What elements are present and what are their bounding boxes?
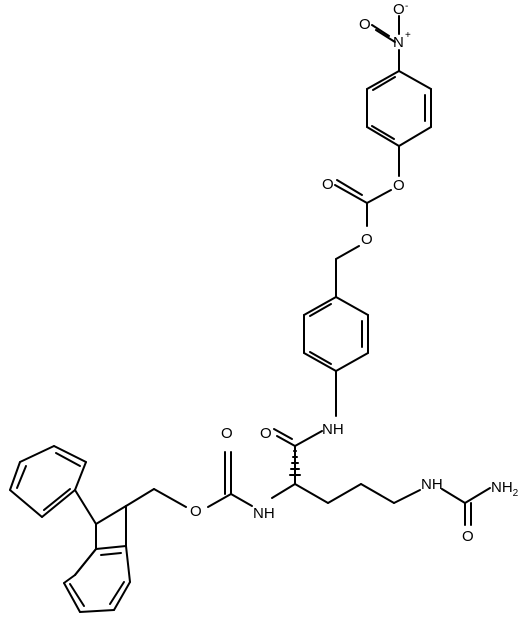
urea-nh2-label: NH2: [491, 479, 519, 499]
nitro-group: N + O - O: [359, 1, 411, 72]
carbamate-ester-oxygen-label: O: [190, 503, 202, 520]
amide-carbonyl-oxygen-label: O: [260, 425, 272, 442]
nitro-oxygen-side-label: O: [359, 16, 371, 33]
urea-nh-label: NH: [421, 476, 443, 493]
carbonate-linker: O O O: [322, 145, 405, 260]
nitro-nitrogen-label: N: [393, 34, 404, 51]
urea-nh2-subscript: 2: [513, 488, 519, 499]
nitro-nitrogen-charge: +: [405, 30, 411, 41]
nitrophenyl-ring: [366, 70, 432, 147]
carbonate-carbonyl-oxygen-label: O: [322, 176, 334, 193]
stereo-hash-wedge: [289, 450, 301, 476]
carbonate-benzyl-oxygen-label: O: [361, 231, 373, 248]
amide-nh-label: NH: [322, 421, 344, 438]
carbamate-carbonyl-oxygen-label: O: [221, 425, 233, 442]
fluorene-ring-system: [9, 445, 131, 613]
citrulline-side-chain: NH O NH2: [294, 476, 519, 545]
nitro-oxygen-top-label: O: [393, 1, 405, 18]
nitro-oxygen-top-charge: -: [405, 1, 408, 12]
urea-carbonyl-oxygen-label: O: [462, 528, 474, 545]
aminobenzyl-ring: [303, 296, 369, 372]
urea-nh2-text: NH: [491, 479, 513, 496]
aryl-ester-oxygen-label: O: [393, 177, 405, 194]
amide-linkage: NH O: [260, 370, 344, 485]
alpha-nh-label: NH: [253, 505, 275, 522]
fmoc-carbamate: NH O O: [125, 425, 296, 522]
